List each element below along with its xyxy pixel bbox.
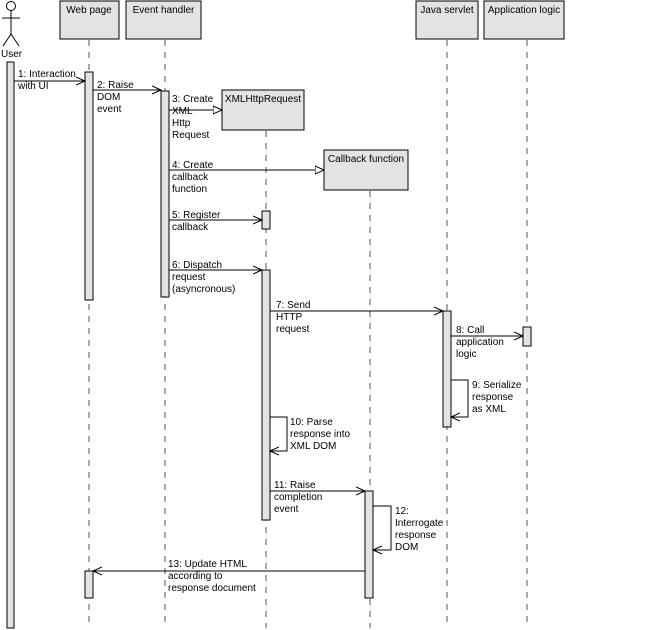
callback-participant: Callback function (323, 149, 409, 191)
java-servlet-label: Java servlet (420, 5, 474, 16)
web-page-label: Web page (66, 5, 112, 16)
application-logic-label: Application logic (488, 5, 560, 16)
event-handler-participant: Event handler (125, 0, 202, 40)
xhr-register-activation-bar (261, 210, 271, 230)
web-page-participant: Web page (59, 0, 120, 40)
xhr-activation-bar (261, 269, 271, 521)
event-handler-activation-bar (160, 90, 170, 298)
message-9-arrow (451, 379, 469, 417)
callback-activation-bar (364, 490, 374, 599)
user-stick-figure-icon (2, 1, 20, 47)
callback-label: Callback function (328, 154, 404, 165)
message-12-arrow (373, 505, 392, 550)
user-actor: User (1, 1, 23, 60)
xhr-label: XMLHttpRequest (225, 94, 301, 105)
application-logic-activation-bar (522, 326, 532, 347)
web-page-update-activation-bar (84, 570, 94, 599)
xhr-participant: XMLHttpRequest (221, 89, 305, 131)
web-page-activation-bar (84, 71, 94, 301)
user-activation-bar (6, 61, 15, 629)
event-handler-label: Event handler (133, 5, 195, 16)
application-logic-participant: Application logic (483, 0, 565, 40)
java-servlet-participant: Java servlet (415, 0, 479, 40)
java-servlet-activation-bar (442, 310, 452, 428)
user-label: User (1, 49, 23, 60)
message-10-arrow (270, 416, 288, 451)
